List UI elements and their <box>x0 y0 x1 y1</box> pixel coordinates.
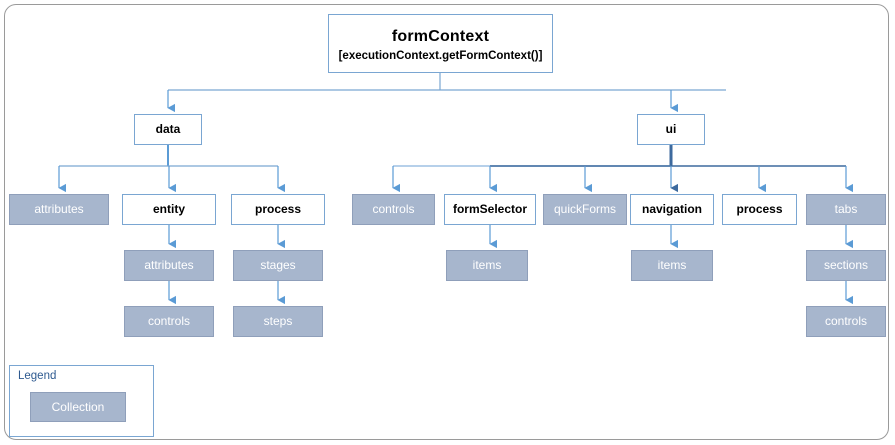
node-formcontext-subtitle: [executionContext.getFormContext()] <box>338 49 543 62</box>
node-formcontext[interactable]: formContext [executionContext.getFormCon… <box>328 14 553 73</box>
node-ui-process[interactable]: process <box>722 194 797 225</box>
node-navigation-items[interactable]: items <box>631 250 713 281</box>
node-stages-steps-label: steps <box>263 313 293 328</box>
node-formcontext-label: formContext <box>391 28 490 46</box>
node-data-process-label: process <box>254 201 302 216</box>
node-tabs-sections-label: sections <box>823 257 869 272</box>
node-entity-attributes[interactable]: attributes <box>124 250 214 281</box>
node-ui[interactable]: ui <box>637 114 705 145</box>
node-entity-attributes-label: attributes <box>144 257 194 272</box>
node-ui-formselector[interactable]: formSelector <box>444 194 536 225</box>
node-formselector-items-label: items <box>472 257 502 272</box>
node-formselector-items[interactable]: items <box>446 250 528 281</box>
node-tabs-sections[interactable]: sections <box>806 250 886 281</box>
node-data-attributes-label: attributes <box>34 201 84 216</box>
node-attributes-controls-label: controls <box>147 313 191 328</box>
node-ui-navigation[interactable]: navigation <box>630 194 714 225</box>
node-sections-controls[interactable]: controls <box>806 306 886 337</box>
node-ui-formselector-label: formSelector <box>452 201 528 216</box>
node-ui-quickforms[interactable]: quickForms <box>543 194 627 225</box>
node-ui-navigation-label: navigation <box>641 201 702 216</box>
node-ui-controls-label: controls <box>372 201 415 216</box>
node-data-entity[interactable]: entity <box>122 194 216 225</box>
node-attributes-controls[interactable]: controls <box>124 306 214 337</box>
node-ui-tabs-label: tabs <box>834 201 858 216</box>
legend: Legend Collection <box>9 365 154 437</box>
node-ui-label: ui <box>665 121 677 136</box>
node-process-stages[interactable]: stages <box>233 250 323 281</box>
node-ui-tabs[interactable]: tabs <box>806 194 886 225</box>
node-data-attributes[interactable]: attributes <box>9 194 109 225</box>
node-stages-steps[interactable]: steps <box>233 306 323 337</box>
node-data-process[interactable]: process <box>231 194 325 225</box>
node-data[interactable]: data <box>134 114 202 145</box>
node-ui-process-label: process <box>736 201 783 216</box>
node-data-entity-label: entity <box>152 201 185 216</box>
node-ui-controls[interactable]: controls <box>352 194 435 225</box>
node-ui-quickforms-label: quickForms <box>553 201 616 216</box>
node-data-label: data <box>155 121 181 136</box>
node-navigation-items-label: items <box>657 257 687 272</box>
legend-collection-swatch: Collection <box>30 392 126 422</box>
legend-title: Legend <box>18 370 57 382</box>
node-sections-controls-label: controls <box>824 313 868 328</box>
node-process-stages-label: stages <box>260 257 296 272</box>
